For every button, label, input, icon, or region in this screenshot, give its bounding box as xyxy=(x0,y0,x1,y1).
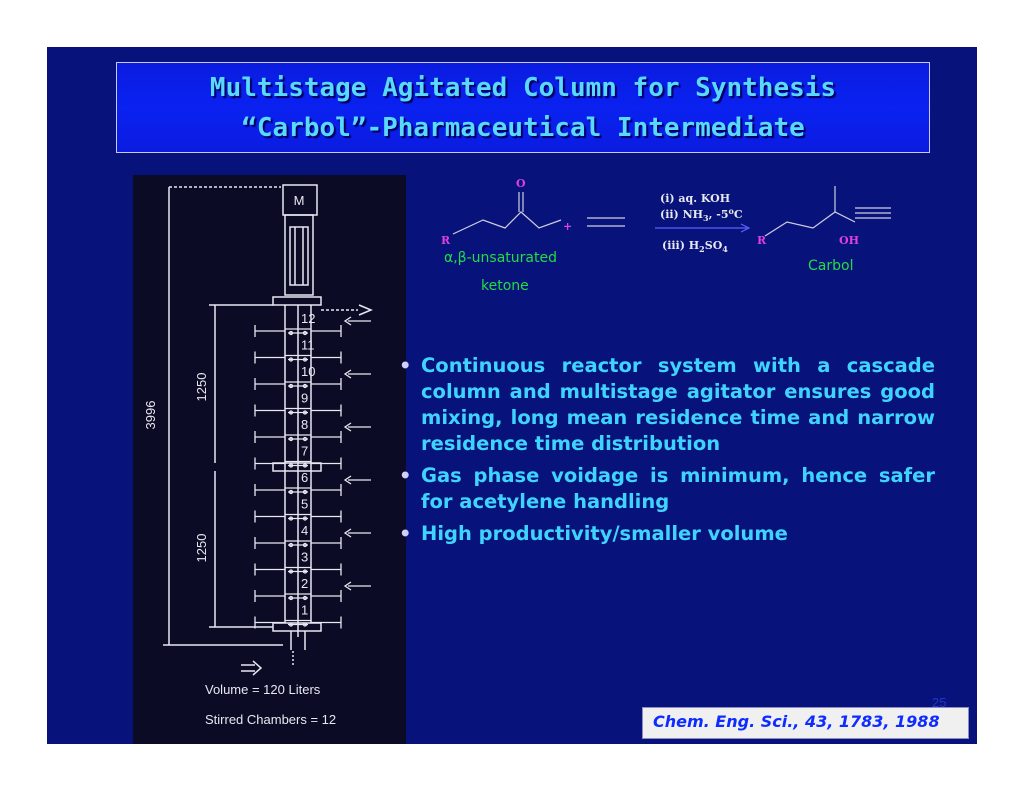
step-1: (i) aq. KOH xyxy=(660,192,730,205)
stage-11-part xyxy=(288,357,294,362)
stage-1-part xyxy=(288,622,294,627)
stage-2-part xyxy=(302,595,308,601)
dimension-total-label: 3996 xyxy=(143,401,158,430)
reactant-label-line-2: ketone xyxy=(481,278,529,294)
reference-citation: Chem. Eng. Sci., 43, 1783, 1988 xyxy=(653,712,940,731)
bullet-marker: • xyxy=(399,522,412,545)
stage-7-part xyxy=(302,463,308,468)
stage-2-part xyxy=(343,581,352,591)
stage-1-part xyxy=(302,622,308,627)
drive-housing xyxy=(284,214,314,296)
stage-7-part xyxy=(288,463,294,468)
chambers-text: Stirred Chambers = 12 xyxy=(205,712,337,727)
bullet-text: High productivity/smaller volume xyxy=(421,522,788,545)
stage-6-part xyxy=(288,489,294,495)
stage-4-part xyxy=(288,542,294,548)
stage-number-4: 4 xyxy=(301,523,308,538)
stage-12-part xyxy=(302,330,308,336)
stage-9-part xyxy=(288,410,294,415)
stage-number-6: 6 xyxy=(301,470,308,485)
hydroxyl-label: OH xyxy=(839,234,859,247)
plus-sign: + xyxy=(563,220,572,233)
stage-12-part xyxy=(288,330,294,336)
stage-8-part xyxy=(343,422,352,432)
bullet-item: • High productivity/smaller volume xyxy=(397,521,935,547)
r-group-left: R xyxy=(441,234,451,247)
slide-title-line-2: “Carbol”-Pharmaceutical Intermediate xyxy=(241,113,805,143)
r-group-right: R xyxy=(757,234,767,247)
stage-number-8: 8 xyxy=(301,417,308,432)
stage-9-part xyxy=(302,410,308,415)
stage-2-part xyxy=(288,595,294,601)
stage-6-part xyxy=(343,475,352,485)
bullet-item: • Continuous reactor system with a cascad… xyxy=(397,353,935,457)
stage-number-7: 7 xyxy=(301,444,308,459)
bullet-marker: • xyxy=(399,464,412,487)
product-structure xyxy=(764,211,856,237)
stage-3-part xyxy=(288,569,294,574)
dimension-lower-label: 1250 xyxy=(194,534,209,563)
step-2: (ii) NH3, -5oC xyxy=(660,206,743,223)
volume-text: Volume = 120 Liters xyxy=(205,682,321,697)
stage-10-part xyxy=(288,383,294,389)
stage-10-part xyxy=(343,369,352,379)
stage-5-part xyxy=(288,516,294,521)
stage-number-11: 11 xyxy=(301,338,315,353)
reactant-structure xyxy=(452,211,562,235)
stage-4-part xyxy=(343,528,352,538)
bullet-list: • Continuous reactor system with a cascad… xyxy=(397,353,935,553)
bullet-marker: • xyxy=(399,354,412,377)
stage-number-1: 1 xyxy=(301,603,308,618)
bullet-text: Gas phase voidage is minimum, hence safe… xyxy=(421,464,935,513)
title-box: Multistage Agitated Column for Synthesis… xyxy=(116,62,930,153)
stage-10-part xyxy=(302,383,308,389)
step-3: (iii) H2SO4 xyxy=(662,239,728,254)
reactant-label-line-1: α,β-unsaturated xyxy=(444,250,557,266)
column-diagram-panel: 12 11 10 9 8 7 6 5 4 3 2 1 M 3996 1250 1250 Volume … xyxy=(133,175,406,744)
oxygen-label: O xyxy=(516,177,526,190)
stage-number-10: 10 xyxy=(301,364,315,379)
reference-box: Chem. Eng. Sci., 43, 1783, 1988 xyxy=(642,707,969,739)
stage-8-part xyxy=(288,436,294,442)
stage-4-part xyxy=(302,542,308,548)
reaction-scheme: O + R R OH (i) aq. KOH (ii) NH3, -5oC (i… xyxy=(441,177,891,254)
column-diagram: 12 11 10 9 8 7 6 5 4 3 2 1 M 3996 1250 1250 xyxy=(143,184,373,676)
stage-11-part xyxy=(302,357,308,362)
stage-8-part xyxy=(302,436,308,442)
page-number: 25 xyxy=(932,695,947,710)
bullet-text: Continuous reactor system with a cascade… xyxy=(421,354,935,455)
stage-5-part xyxy=(302,516,308,521)
dimension-upper-label: 1250 xyxy=(194,373,209,402)
stage-number-2: 2 xyxy=(301,576,308,591)
product-label: Carbol xyxy=(808,258,854,274)
stage-3-part xyxy=(302,569,308,574)
stage-number-9: 9 xyxy=(301,391,308,406)
stage-12-part xyxy=(343,316,352,326)
stage-number-3: 3 xyxy=(301,550,308,565)
bullet-item: • Gas phase voidage is minimum, hence saf… xyxy=(397,463,935,515)
stage-number-12: 12 xyxy=(301,311,315,326)
stage-6-part xyxy=(302,489,308,495)
slide-title-line-1: Multistage Agitated Column for Synthesis xyxy=(209,73,837,103)
motor-label: M xyxy=(294,193,305,208)
stage-number-5: 5 xyxy=(301,497,308,512)
